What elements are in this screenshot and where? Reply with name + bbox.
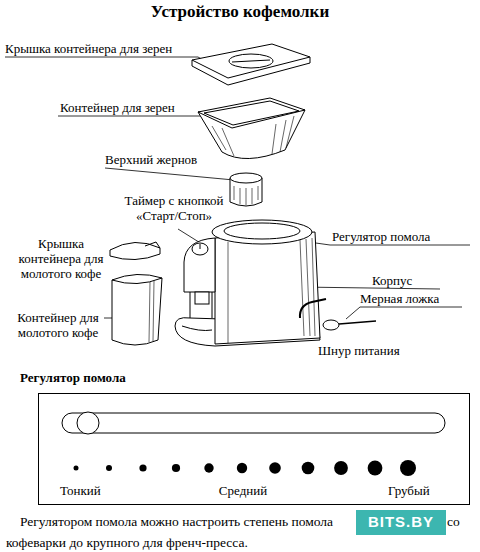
scale-dot xyxy=(172,464,180,472)
slider-knob xyxy=(77,412,99,434)
scale-dot xyxy=(139,464,146,471)
part-label: Корпус xyxy=(372,273,462,288)
lid-handle-bar xyxy=(232,60,270,62)
ground-container xyxy=(112,274,162,345)
grind-ring xyxy=(212,220,312,244)
lid-top xyxy=(192,44,310,78)
grind-ring-inner xyxy=(224,223,300,239)
watermark-badge: BITS.BY xyxy=(356,510,446,535)
scale-dot xyxy=(334,461,348,475)
slider-track xyxy=(62,413,445,433)
scale-dot xyxy=(400,460,416,476)
diagram-title: Устройство кофемолки xyxy=(0,2,480,22)
lid-handle xyxy=(229,54,273,68)
leader-line xyxy=(300,287,440,289)
scale-dot xyxy=(302,462,315,475)
burr-top xyxy=(230,173,262,183)
ground-container-shading xyxy=(149,281,154,342)
part-label: Верхний жернов xyxy=(105,152,225,167)
part-label: Контейнер для молотого кофе xyxy=(8,310,108,340)
hopper-inner-rim xyxy=(204,101,299,125)
scale-dot xyxy=(269,462,281,474)
ground-container-rim xyxy=(112,278,162,284)
drip-tray xyxy=(182,326,212,331)
part-label: Шнур питания xyxy=(318,343,438,358)
part-label: Крышка контейнера для зерен xyxy=(5,41,205,56)
scale-dot xyxy=(368,461,383,476)
small-lid-tab xyxy=(145,242,160,248)
burr-teeth xyxy=(234,186,258,205)
body-text: кофеварки до крупного для френч-пресса. xyxy=(6,535,406,550)
node-label: Средний xyxy=(203,483,283,498)
part-label: Таймер с кнопкой «Старт/Стоп» xyxy=(118,193,230,223)
scale-dot xyxy=(74,466,79,471)
part-label: Регулятор помола xyxy=(332,229,472,244)
leader-line xyxy=(346,307,462,319)
node-label: Тонкий xyxy=(60,483,120,498)
leader-line xyxy=(5,57,214,66)
part-label: Мерная ложка xyxy=(360,291,470,306)
body-spout xyxy=(195,292,209,304)
hopper-rim xyxy=(198,98,305,128)
body-front-panel xyxy=(184,238,215,292)
node-label: BITS.BY xyxy=(356,514,446,529)
grind-scale-panel: Регулятор помолаТонкий Средний Грубый xyxy=(20,368,472,508)
scale-dot xyxy=(237,463,247,473)
power-cord xyxy=(300,299,326,318)
spoon-handle xyxy=(339,321,376,324)
body-spout-frame xyxy=(190,292,212,318)
spoon-bowl xyxy=(323,320,339,330)
hopper-shading xyxy=(212,116,294,156)
part-label: Крышка контейнера для молотого кофе xyxy=(6,236,116,281)
node-label: Грубый xyxy=(388,483,448,498)
scale-dot xyxy=(204,463,213,472)
part-label: Контейнер для зерен xyxy=(60,100,200,115)
section-heading: Регулятор помола xyxy=(20,370,220,385)
leader-line xyxy=(58,116,202,117)
timer-pointer xyxy=(200,244,201,249)
body-housing xyxy=(215,232,320,344)
body-text: Регулятором помола можно настроить степе… xyxy=(20,514,360,529)
timer-knob xyxy=(192,243,208,255)
small-lid xyxy=(110,242,160,259)
body-text: со xyxy=(447,514,477,529)
scale-dot xyxy=(106,465,112,471)
leader-line xyxy=(105,168,234,180)
body-shading xyxy=(228,238,315,343)
